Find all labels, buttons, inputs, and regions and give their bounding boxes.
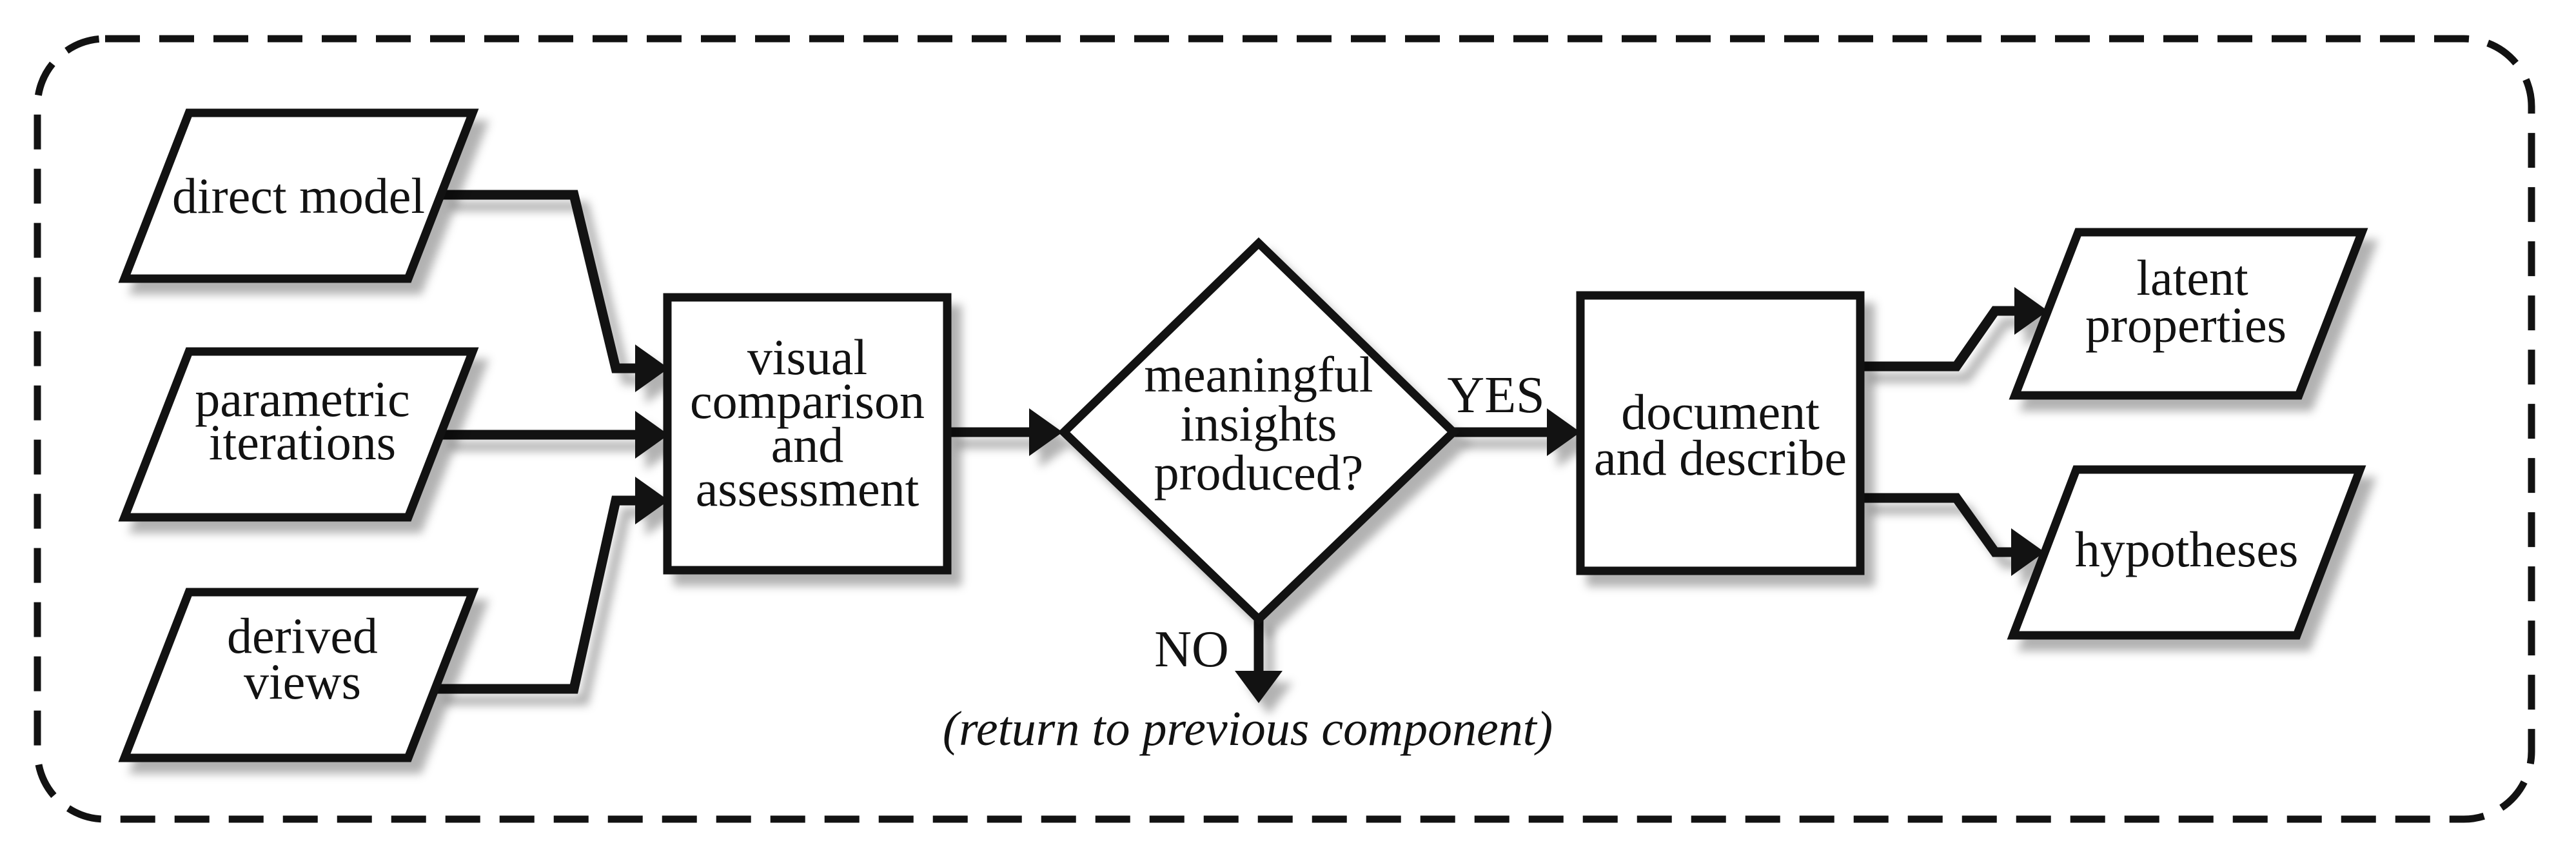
node-label: hypotheses bbox=[2075, 521, 2299, 577]
node-label: parametric bbox=[195, 371, 409, 427]
node-derived-views: derived views bbox=[118, 588, 479, 762]
node-label: meaningful bbox=[1144, 346, 1373, 402]
edge-document-to-hypotheses bbox=[1860, 493, 2045, 576]
no-label: NO bbox=[1154, 621, 1229, 678]
edge-decision-no-down bbox=[1235, 618, 1283, 703]
node-label: visual bbox=[747, 329, 867, 385]
parallelogram-shape bbox=[118, 588, 479, 762]
arrowhead-icon bbox=[635, 411, 669, 459]
parallelogram-shape bbox=[118, 347, 479, 522]
node-direct-model: direct model bbox=[118, 108, 479, 283]
node-label: assessment bbox=[696, 461, 919, 517]
process-rectangle-shape bbox=[1576, 291, 1865, 575]
edge-direct-model-to-comparison bbox=[441, 190, 669, 392]
node-document-describe: document and describe bbox=[1576, 291, 1865, 575]
edge-line bbox=[441, 190, 640, 373]
node-hypotheses: hypotheses bbox=[2007, 465, 2366, 640]
arrowhead-down-icon bbox=[1235, 671, 1283, 703]
node-label: direct model bbox=[172, 168, 425, 224]
arrowhead-icon bbox=[2011, 528, 2045, 576]
edge-line bbox=[435, 495, 640, 694]
process-rectangle-shape bbox=[663, 293, 952, 575]
node-label: derived bbox=[227, 608, 378, 664]
edge-line bbox=[1860, 493, 2014, 557]
node-visual-comparison: visual comparison and assessment bbox=[663, 293, 952, 575]
node-label: produced? bbox=[1154, 444, 1364, 501]
edge-parametric-to-comparison bbox=[440, 411, 669, 459]
edge-derived-to-comparison bbox=[435, 477, 669, 694]
edge-decision-yes-to-document bbox=[1453, 408, 1580, 456]
node-label: comparison bbox=[690, 373, 925, 429]
node-label: properties bbox=[2085, 297, 2286, 353]
arrowhead-icon bbox=[635, 344, 669, 392]
node-label: document bbox=[1621, 384, 1820, 440]
parallelogram-shape bbox=[2007, 465, 2366, 640]
node-label: iterations bbox=[209, 414, 396, 470]
edge-document-to-latent bbox=[1860, 287, 2048, 372]
edge-line bbox=[1860, 306, 2018, 372]
dashed-border bbox=[34, 35, 2535, 823]
diamond-shape bbox=[1057, 237, 1460, 626]
node-label: latent bbox=[2136, 250, 2248, 306]
node-label: views bbox=[244, 653, 361, 710]
arrowhead-icon bbox=[2014, 287, 2048, 335]
parallelogram-shape bbox=[118, 108, 479, 283]
node-label: and bbox=[771, 417, 844, 473]
node-label: and describe bbox=[1594, 430, 1847, 486]
yes-label: YES bbox=[1447, 367, 1544, 424]
arrowhead-icon bbox=[1547, 408, 1580, 456]
node-decision-diamond: meaningful insights produced? bbox=[1057, 237, 1460, 626]
arrowhead-icon bbox=[1029, 408, 1063, 456]
node-label: insights bbox=[1181, 395, 1337, 452]
node-latent-properties: latent properties bbox=[2009, 228, 2368, 400]
parallelogram-shape bbox=[2009, 228, 2368, 400]
arrowhead-icon bbox=[635, 477, 669, 524]
node-parametric-iterations: parametric iterations bbox=[118, 347, 479, 522]
edge-comparison-to-decision bbox=[947, 408, 1063, 456]
return-note-label: (return to previous component) bbox=[943, 702, 1553, 756]
